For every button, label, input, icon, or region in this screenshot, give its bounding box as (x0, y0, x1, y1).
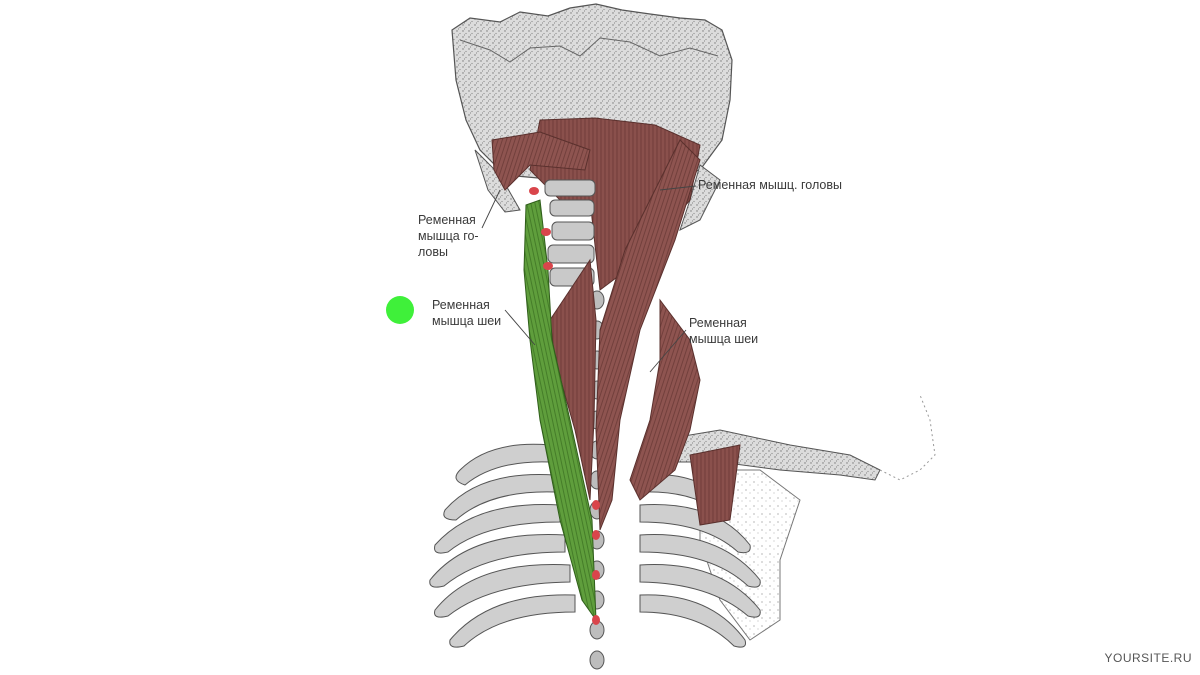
muscle-splenius-capitis-right (595, 139, 701, 531)
highlight-marker-dot (386, 296, 414, 324)
label-splenius-capitis-left: Ременная мышца го- ловы (418, 212, 479, 260)
label-splenius-cervicis-left: Ременная мышца шеи (432, 297, 501, 329)
mastoid-right (679, 164, 721, 231)
muscle-levator-stub-right (689, 444, 741, 526)
label-line: ловы (418, 245, 449, 259)
leader-lines (481, 185, 697, 373)
muscle-rectus-left (491, 131, 591, 191)
muscle-splenius-cervicis-right (629, 298, 701, 501)
label-line: мышца шеи (432, 314, 502, 328)
shoulder-contour (879, 394, 936, 481)
label-line: Ременная (418, 213, 476, 227)
label-line: Ременная мышц. головы (698, 178, 842, 192)
label-line: мышца шеи (689, 332, 759, 346)
muscle-attachment-points (529, 187, 600, 625)
muscle-splenius-capitis-left (549, 258, 597, 501)
label-line: мышца го- (418, 229, 479, 243)
label-splenius-cervicis-right: Ременная мышца шеи (689, 315, 758, 347)
label-splenius-capitis-right: Ременная мышц. головы (698, 177, 842, 193)
label-line: Ременная (689, 316, 747, 330)
watermark: YOURSITE.RU (1104, 651, 1192, 665)
label-line: Ременная (432, 298, 490, 312)
